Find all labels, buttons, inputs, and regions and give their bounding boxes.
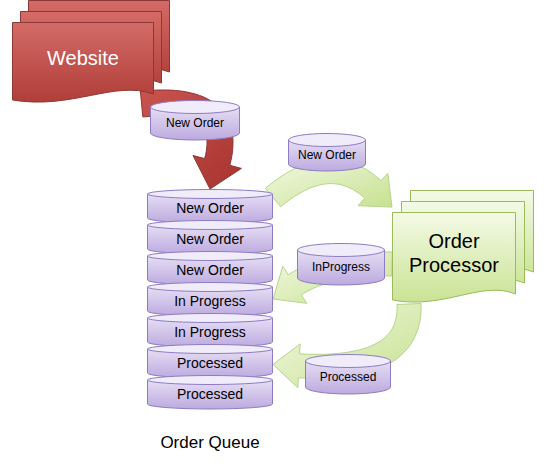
node-label: Order Queue — [160, 433, 259, 453]
node-label: New Order — [176, 262, 244, 279]
queue-cylinder: In Progress — [147, 313, 273, 347]
label-area: In Progress — [147, 290, 273, 313]
node-label: Website — [47, 46, 119, 70]
label-area: New Order — [150, 111, 240, 136]
cylinder-top — [148, 345, 273, 354]
group-heading: Order Queue — [132, 431, 288, 455]
cylinder-top — [148, 190, 273, 199]
label-area: In Progress — [147, 321, 273, 344]
label-area: Website — [12, 22, 154, 94]
label-area: Order Processor — [392, 212, 516, 294]
cylinder-top — [148, 376, 273, 385]
label-area: New Order — [288, 144, 366, 167]
document-sheet — [13, 23, 154, 103]
node-label: Processed — [177, 386, 243, 403]
queue-cylinder: New Order — [147, 251, 273, 285]
cylinder-top — [298, 244, 385, 257]
queue-cylinder: New Order — [147, 189, 273, 223]
node-label: New Order — [298, 148, 356, 162]
document-stack: Order Processor — [392, 190, 534, 304]
node-label: In Progress — [174, 293, 246, 310]
flow-arrow — [140, 90, 241, 189]
label-area: New Order — [147, 259, 273, 282]
queue-cylinder: Processed — [147, 344, 273, 378]
queue-stack: Order QueueNew OrderNew OrderNew OrderIn… — [147, 189, 273, 455]
node-label: Order Processor — [400, 229, 508, 277]
queue-cylinder: New Order — [147, 220, 273, 254]
flow-arrow — [273, 304, 421, 388]
label-area: Processed — [305, 365, 391, 390]
queue-cylinder: New Order — [288, 133, 366, 171]
node-label: Processed — [320, 370, 377, 384]
document-sheet — [393, 213, 516, 303]
node-label: In Progress — [174, 324, 246, 341]
node-label: New Order — [176, 231, 244, 248]
node-label: InProgress — [312, 260, 370, 274]
cylinder-top — [148, 252, 273, 261]
queue-cylinder: Processed — [147, 375, 273, 409]
cylinder-top — [306, 355, 391, 368]
document-stack: Website — [12, 0, 174, 104]
label-area: New Order — [147, 228, 273, 251]
label-area: InProgress — [297, 254, 385, 281]
node-label: Processed — [177, 355, 243, 372]
queue-cylinder: InProgress — [297, 243, 385, 285]
label-area: Processed — [147, 352, 273, 375]
label-area: New Order — [147, 197, 273, 220]
node-label: New Order — [176, 200, 244, 217]
node-label: New Order — [166, 116, 224, 130]
cylinder-top — [148, 221, 273, 230]
label-area: Processed — [147, 383, 273, 406]
queue-cylinder: New Order — [150, 100, 240, 140]
cylinder-top — [148, 314, 273, 323]
queue-cylinder: Processed — [305, 354, 391, 394]
cylinder-top — [151, 101, 240, 114]
queue-cylinder: In Progress — [147, 282, 273, 316]
cylinder-top — [148, 283, 273, 292]
cylinder-top — [289, 134, 366, 147]
